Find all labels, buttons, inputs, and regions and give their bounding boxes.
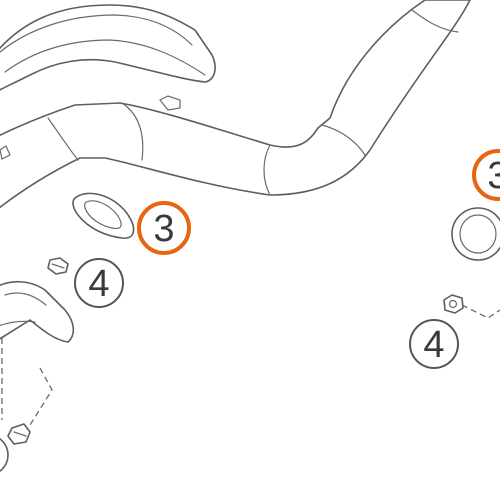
callout-ring xyxy=(74,258,124,308)
callout-4-left: 4 xyxy=(74,258,124,308)
nut-left xyxy=(47,257,69,275)
callout-label: 4 xyxy=(88,263,109,305)
callout-label: 3 xyxy=(153,208,174,250)
nut-right xyxy=(443,294,464,314)
callout-label: 4 xyxy=(423,324,444,366)
callout-3-right: 3 xyxy=(472,149,500,201)
leader-line-left-2 xyxy=(29,367,53,426)
nut-bottom-left xyxy=(0,423,31,472)
gasket-left xyxy=(72,192,135,239)
callout-3-left: 3 xyxy=(137,201,191,255)
gasket-right xyxy=(451,207,500,261)
heat-shield xyxy=(0,4,216,111)
callout-4-right: 4 xyxy=(409,319,459,369)
exhaust-header-pipe xyxy=(0,0,471,209)
exhaust-flange xyxy=(0,280,75,343)
callout-ring xyxy=(409,319,459,369)
callout-label: 3 xyxy=(487,155,500,197)
leader-line-right xyxy=(461,304,500,319)
callout-ring xyxy=(137,201,191,255)
callout-ring xyxy=(472,149,500,201)
